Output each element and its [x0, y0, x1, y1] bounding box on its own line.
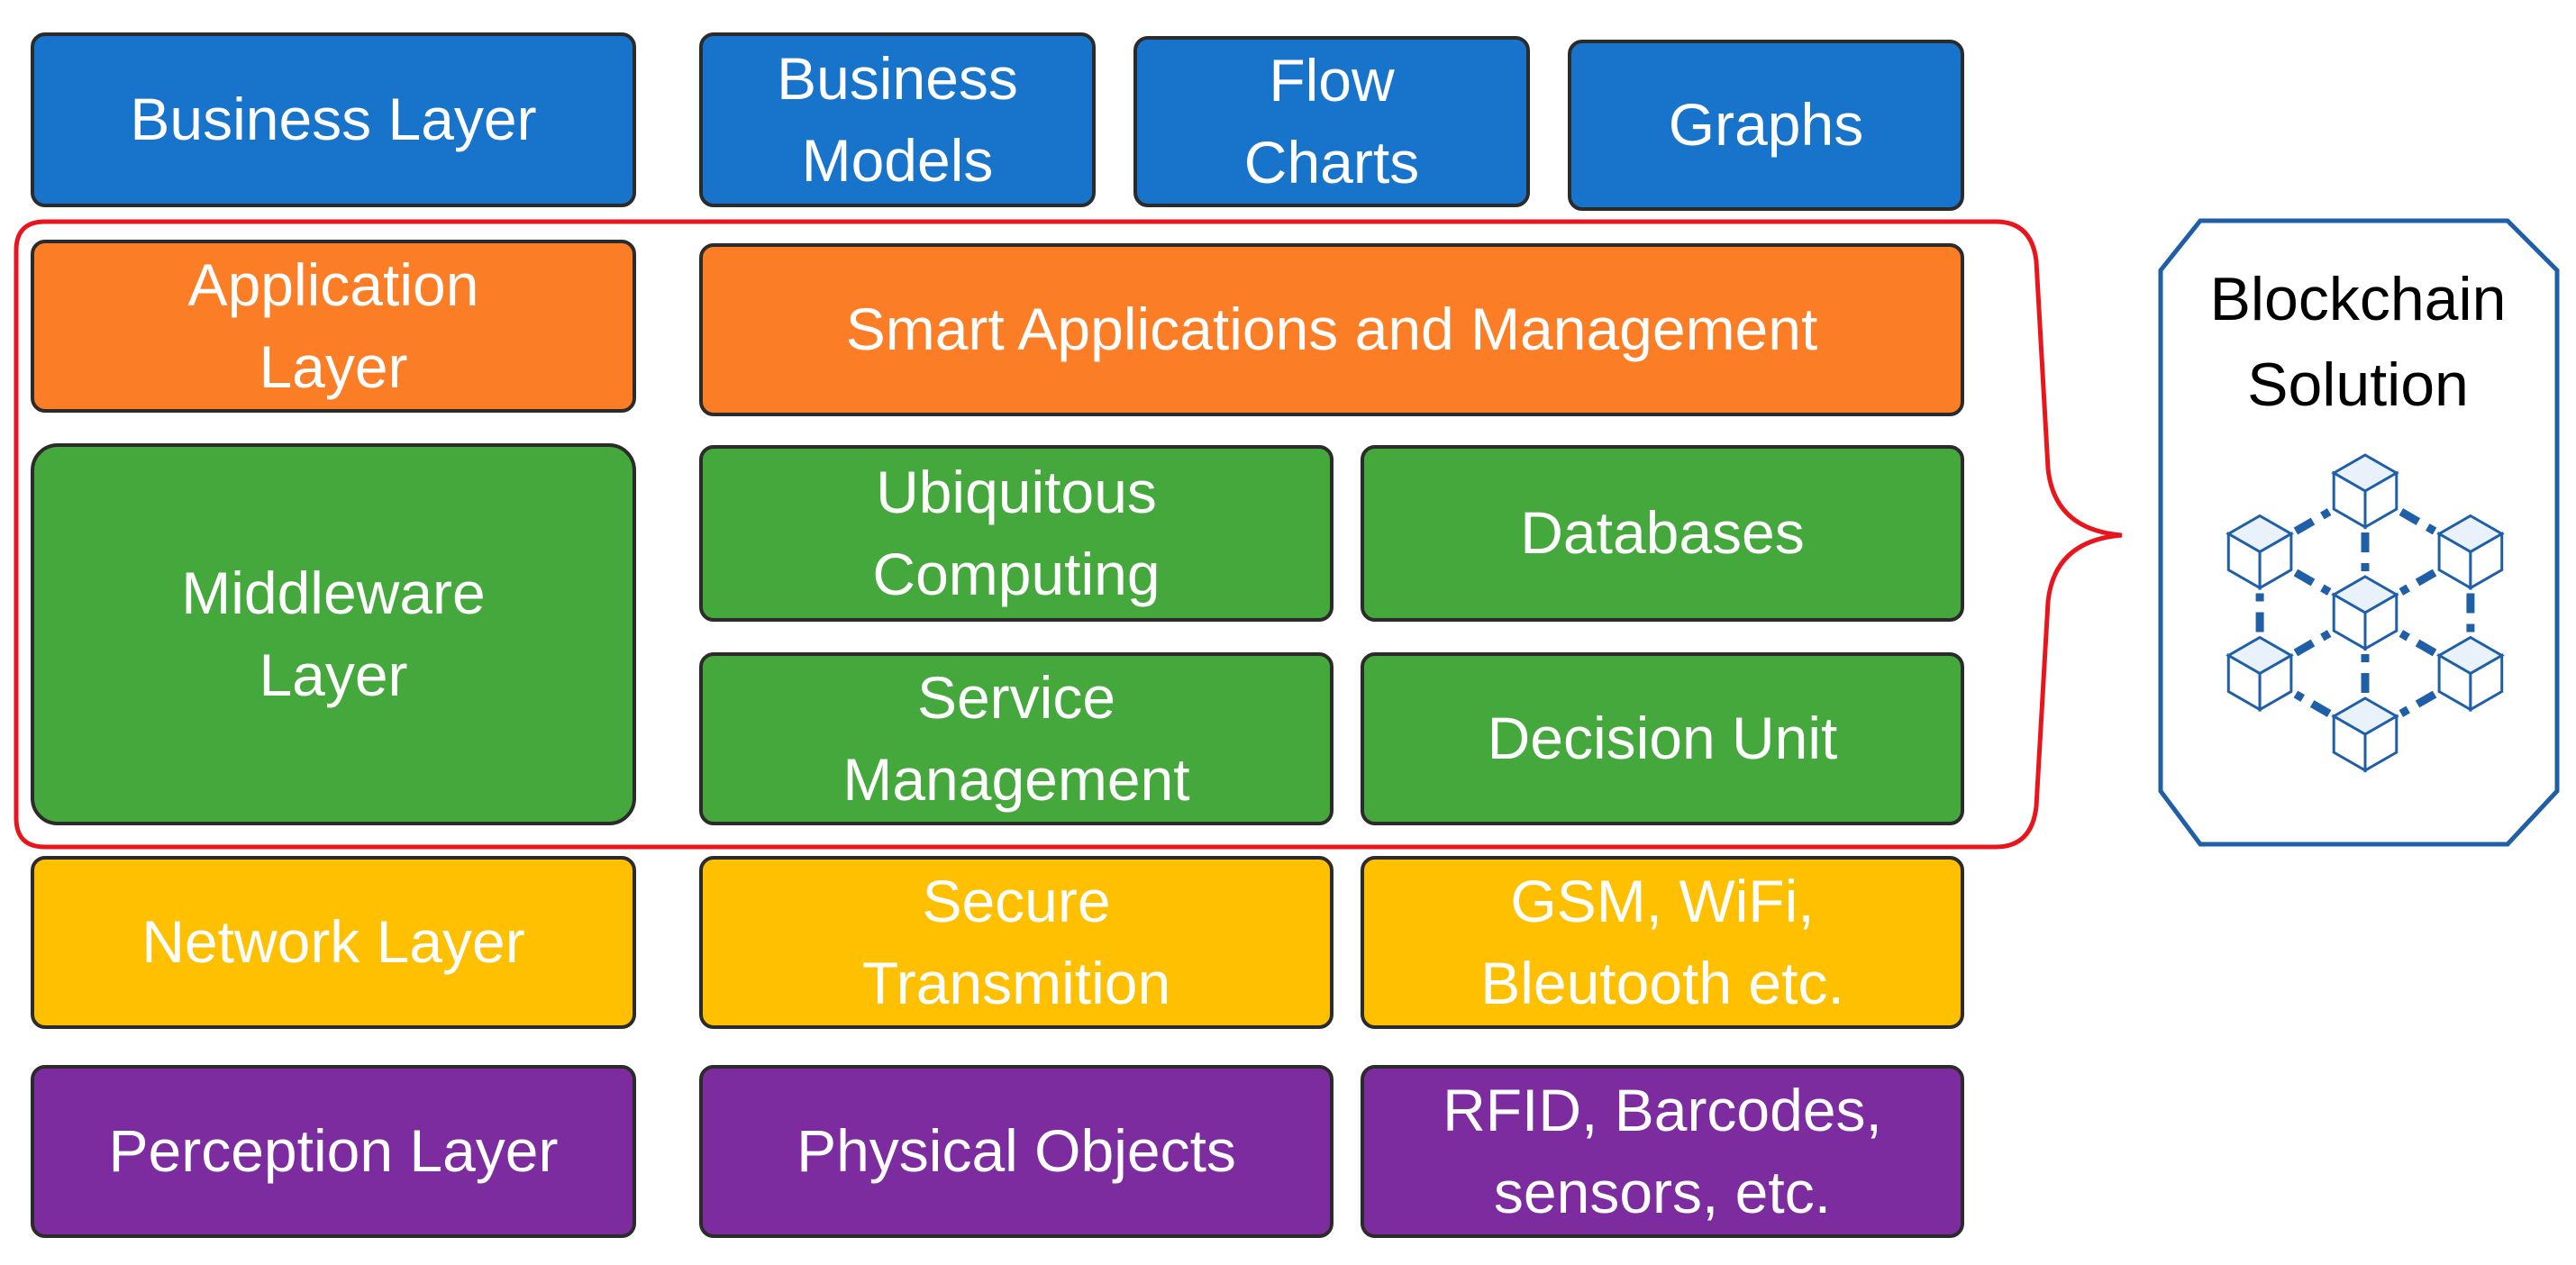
middleware-layer-box: Middleware Layer	[31, 443, 636, 825]
perception-layer-box: Perception Layer	[31, 1065, 636, 1238]
graphs-box: Graphs	[1568, 40, 1964, 211]
ubiquitous-computing-box: Ubiquitous Computing	[699, 445, 1334, 622]
business-models-box: Business Models	[699, 32, 1096, 207]
ring-link	[2399, 508, 2437, 535]
hub-link	[2293, 569, 2332, 596]
cube-face	[2469, 531, 2504, 591]
hub-link	[2399, 630, 2437, 657]
business-layer-box: Business Layer	[31, 32, 636, 207]
hub-link	[2399, 569, 2437, 596]
cube-face	[2258, 531, 2293, 591]
ring-link	[2293, 508, 2332, 535]
gsm-wifi-bluetooth-box: GSM, WiFi, Bleutooth etc.	[1361, 856, 1964, 1029]
flow-charts-box: Flow Charts	[1133, 36, 1530, 207]
blockchain-solution-label: Blockchain Solution	[2209, 265, 2507, 420]
application-layer-box: Application Layer	[31, 240, 636, 413]
bracket-outline	[14, 219, 2123, 850]
cube-face	[2363, 470, 2399, 530]
cube-face	[2258, 652, 2293, 713]
cube-face	[2363, 714, 2399, 773]
blockchain-network-icon	[2226, 453, 2505, 773]
cube-face	[2363, 592, 2399, 651]
service-management-box: Service Management	[699, 652, 1334, 825]
rfid-barcodes-box: RFID, Barcodes, sensors, etc.	[1361, 1065, 1964, 1238]
decision-unit-box: Decision Unit	[1361, 652, 1964, 825]
hub-link	[2293, 630, 2332, 657]
databases-box: Databases	[1361, 445, 1964, 622]
ring-link	[2293, 690, 2332, 717]
cube-face	[2469, 652, 2504, 713]
ring-link	[2399, 690, 2437, 717]
physical-objects-box: Physical Objects	[699, 1065, 1334, 1238]
secure-transmition-box: Secure Transmition	[699, 856, 1334, 1029]
smart-applications-box: Smart Applications and Management	[699, 243, 1964, 416]
network-layer-box: Network Layer	[31, 856, 636, 1029]
